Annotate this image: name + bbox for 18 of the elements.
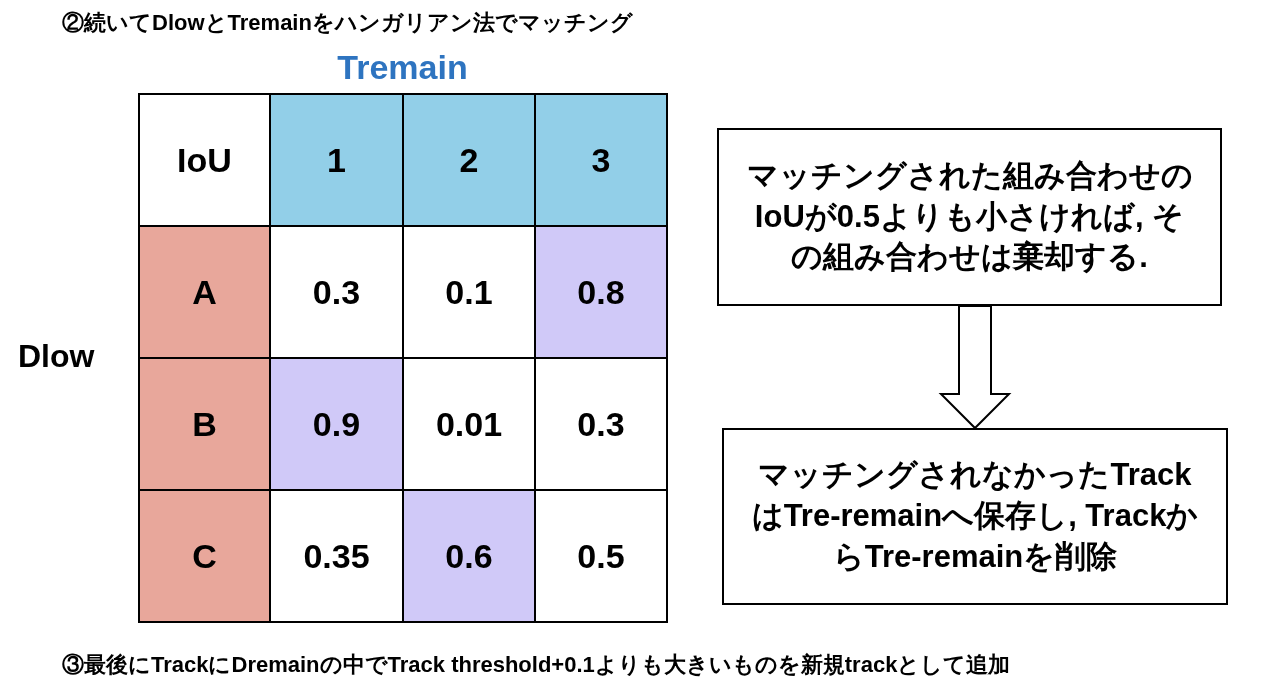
header-cell: 2 [402,93,536,227]
box-text: マッチングされた組み合わせのIoUが0.5よりも小さければ, その組み合わせは棄却する. [745,156,1194,277]
row-header-label: Dlow [18,338,95,375]
header-cell: 1 [269,93,404,227]
highlighted-cell: 0.8 [534,225,668,359]
column-header-label: Tremain [336,48,469,87]
footer-text: ③最後にTrackにDremainの中でTrack threshold+0.1よりも大きいものを新規trackとして追加 [62,651,1011,679]
box-text: マッチングされなかったTrackはTre-remainへ保存し, TrackからTre-remainを削除 [750,456,1200,576]
row-header-cell: C [138,489,271,623]
table-cell: 0.5 [534,489,668,623]
highlighted-cell: 0.6 [402,489,536,623]
header-cell: 3 [534,93,668,227]
row-header-cell: B [138,357,271,491]
heading-text: ②続いてDlowとTremainをハンガリアン法でマッチング [62,9,633,37]
block-arrow [938,305,1012,430]
highlighted-cell: 0.9 [269,357,404,491]
table-cell: IoU [138,93,271,227]
row-header-cell: A [138,225,271,359]
